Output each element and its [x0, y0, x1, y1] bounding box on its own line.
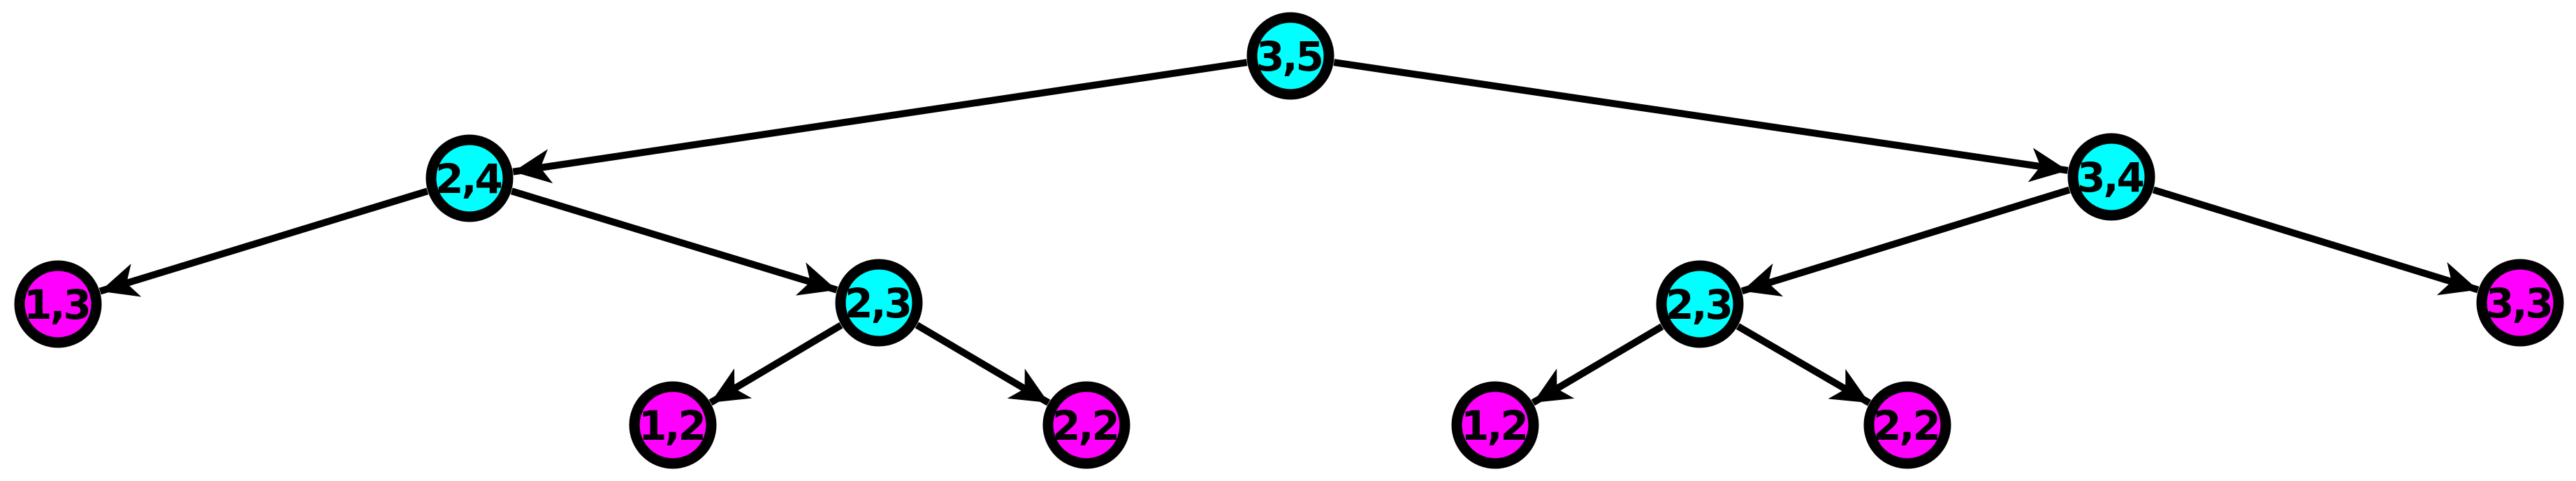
tree-node-RLL: 1,2: [1451, 381, 1539, 469]
node-circle: [425, 134, 514, 222]
tree-node-R: 3,4: [2067, 133, 2155, 221]
node-circle: [2476, 259, 2564, 347]
tree-node-RL: 2,3: [1656, 260, 1744, 348]
edge-LR-LRL: [708, 322, 843, 406]
tree-node-LRR: 2,2: [1042, 381, 1130, 469]
tree-node-root: 3,5: [1246, 12, 1334, 100]
edge-L-LR: [510, 187, 838, 296]
tree-node-LL: 1,3: [14, 260, 102, 348]
edge-RL-RLR: [1735, 323, 1872, 406]
tree-node-RR: 3,3: [2476, 259, 2564, 347]
tree-node-LR: 2,3: [835, 259, 923, 347]
node-circle: [1042, 381, 1130, 469]
tree-node-RLR: 2,2: [1863, 381, 1951, 469]
node-circle: [1863, 381, 1951, 469]
node-circle: [2067, 133, 2155, 221]
node-circle: [14, 260, 102, 348]
edge-L-LL: [99, 187, 429, 297]
node-circle: [835, 259, 923, 347]
node-circle: [629, 381, 717, 469]
node-circle: [1451, 381, 1539, 469]
tree-node-LRL: 1,2: [629, 381, 717, 469]
edge-LR-LRR: [915, 322, 1051, 406]
tree-node-L: 2,4: [425, 134, 514, 222]
node-circle: [1246, 12, 1334, 100]
node-circle: [1656, 260, 1744, 348]
edge-R-RL: [1740, 186, 2071, 297]
edge-root-R: [1333, 59, 2069, 182]
edge-RL-RLL: [1531, 323, 1664, 406]
edge-R-RR: [2152, 186, 2480, 296]
edge-root-L: [512, 59, 1248, 184]
